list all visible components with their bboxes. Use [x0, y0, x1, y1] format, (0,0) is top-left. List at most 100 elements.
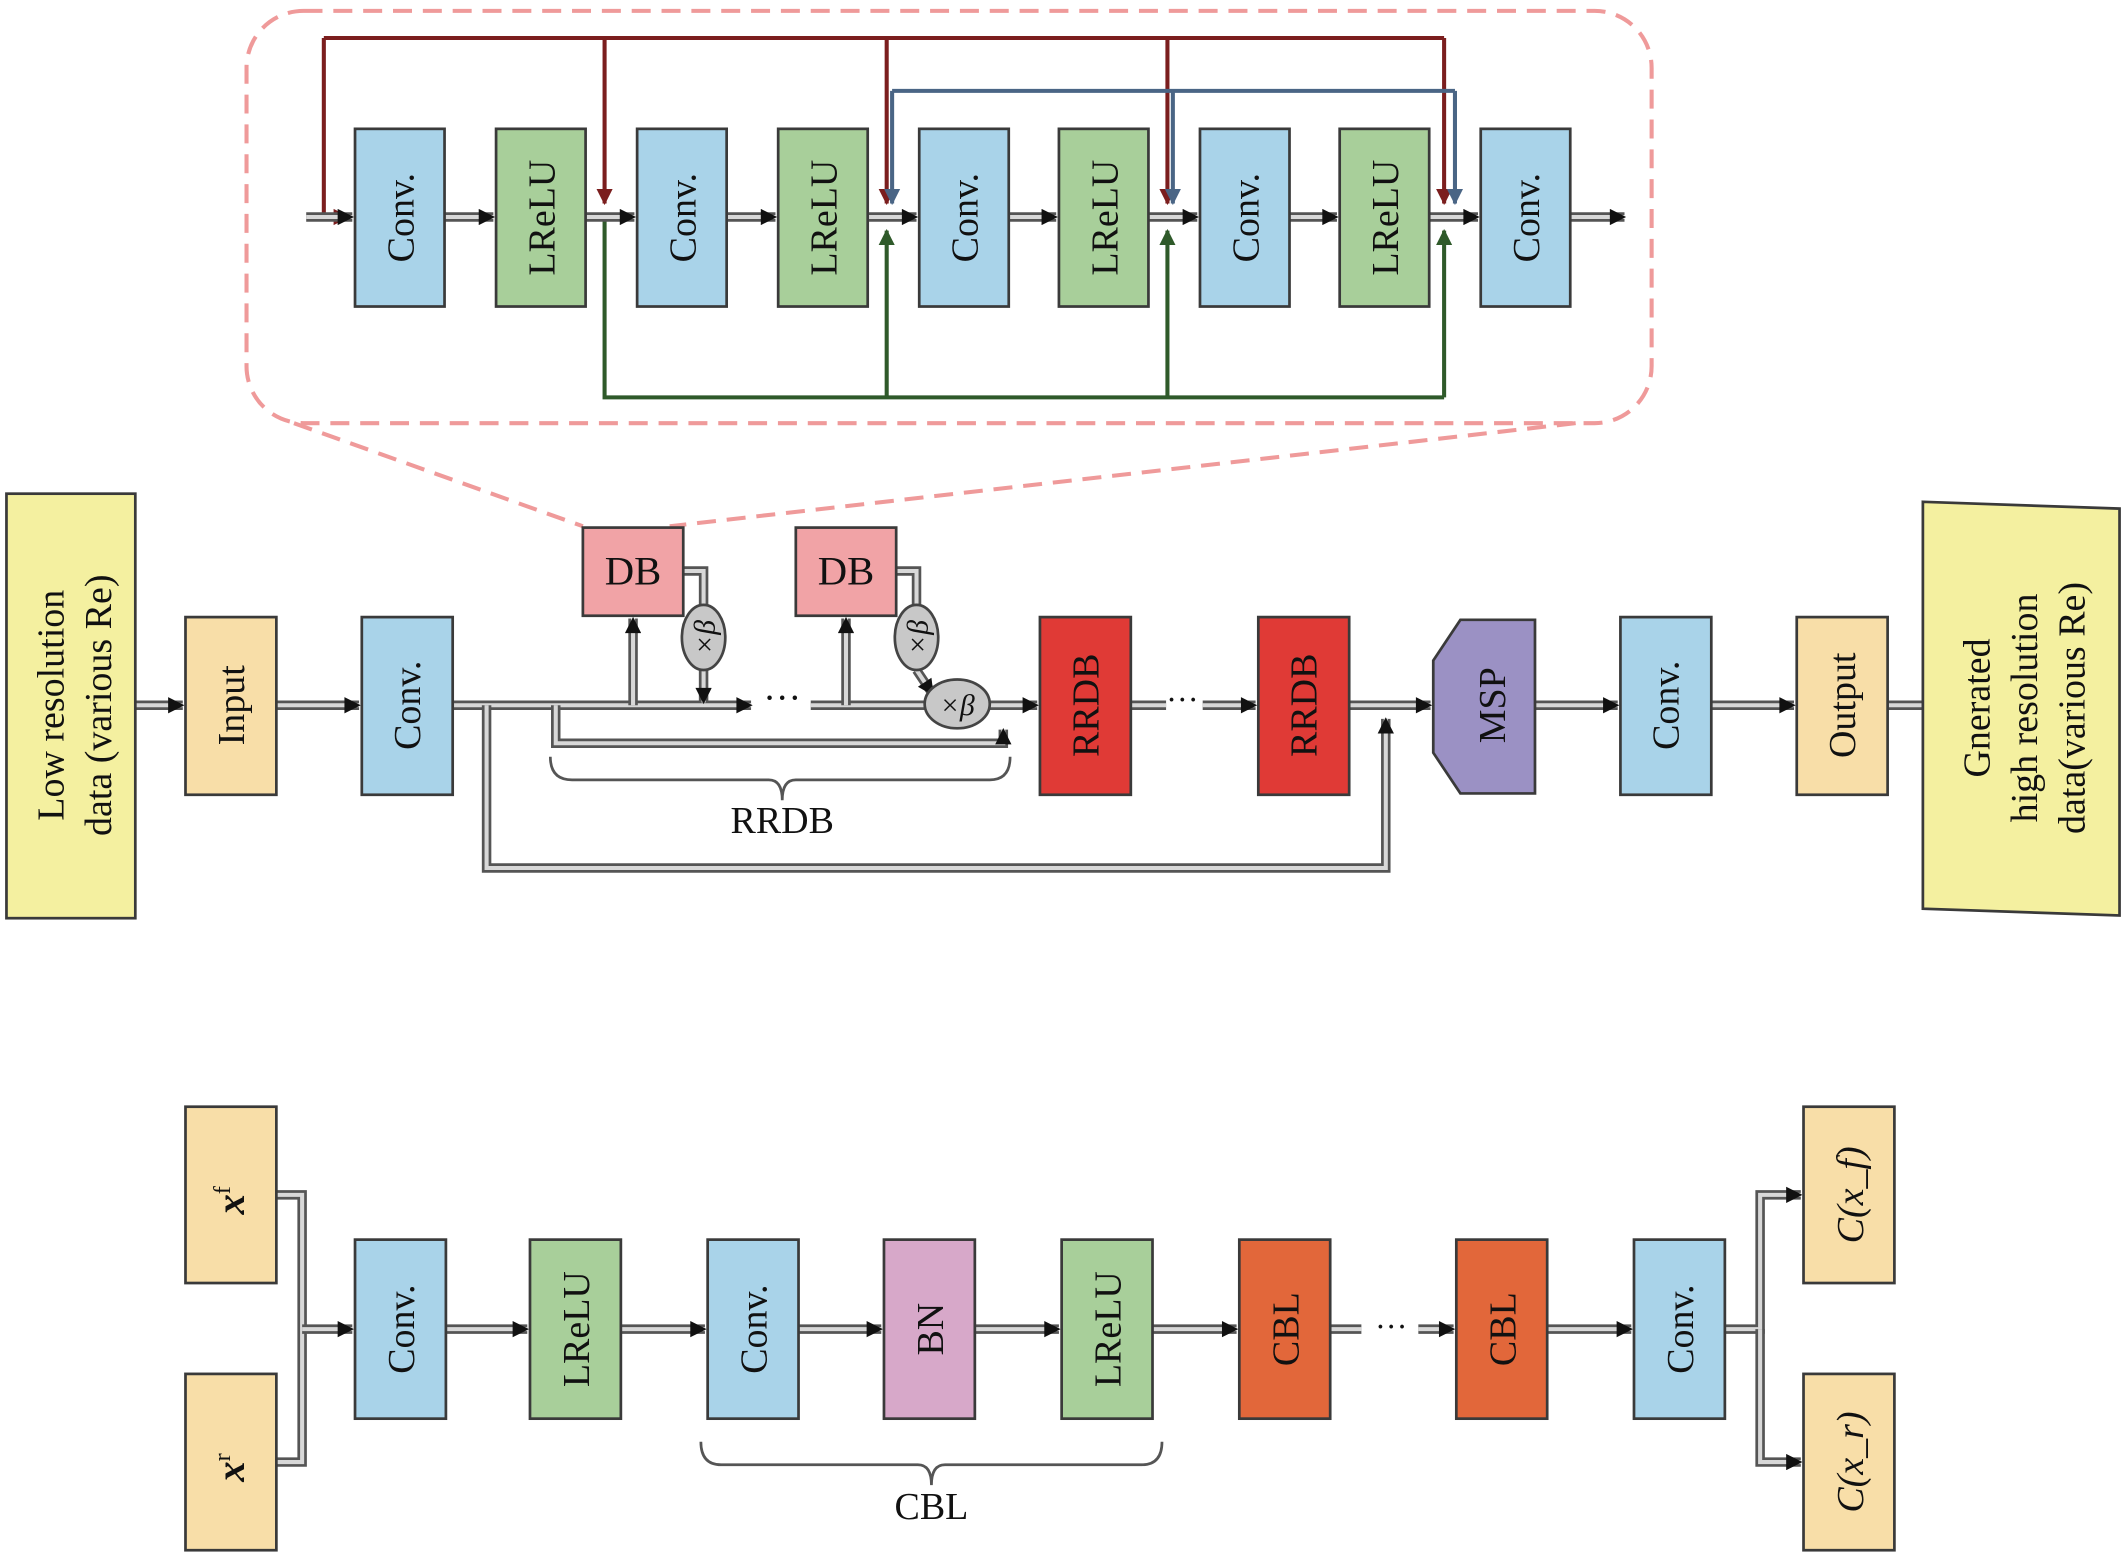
pipe-db2-to-beta-inner — [896, 568, 919, 605]
pipe-inputs-merge — [276, 1190, 307, 1467]
pipe-db1-to-beta — [683, 566, 709, 605]
disc-lrelu1-block — [528, 1238, 623, 1421]
disc-bn-block — [882, 1238, 977, 1421]
high-res-data-label-2: high resolution — [2004, 594, 2046, 823]
db1-label: DB — [605, 549, 662, 594]
output-label: Output — [1822, 652, 1864, 758]
disc-cbl2-label: CBL — [1482, 1292, 1524, 1366]
dense-lrelu-7-label: LReLU — [1365, 160, 1407, 276]
dense-lrelu-1-block — [494, 127, 587, 308]
dense-conv-4-block — [917, 127, 1011, 308]
pipe-to-cxf — [1724, 1190, 1801, 1334]
xf-input-block — [184, 1105, 278, 1285]
rrdb-brace — [548, 756, 1012, 801]
cbl-brace-label: CBL — [895, 1486, 969, 1528]
disc-conv3-label: Conv. — [1660, 1284, 1702, 1373]
low-res-data-label-2: data (various Re) — [78, 575, 120, 836]
input-label: Input — [211, 665, 253, 746]
rrdb2-block — [1256, 615, 1351, 797]
zoom-line-left — [293, 421, 584, 529]
low-res-data-box — [5, 492, 137, 920]
dense-conv-2-block — [635, 127, 729, 308]
dense-lrelu-1-label: LReLU — [521, 160, 563, 276]
cbl-ellipsis: ··· — [1375, 1309, 1408, 1345]
dense-conv-8-block — [1479, 127, 1572, 308]
dense-conv-2-label: Conv. — [662, 173, 704, 262]
xf-label: xf — [208, 1185, 253, 1215]
generator: Low resolution data (various Re) Input C… — [5, 492, 2121, 920]
db1-block — [581, 526, 685, 618]
dense-conv-4-label: Conv. — [945, 173, 987, 262]
pipe-global-skip — [481, 705, 1391, 873]
pipe-to-cxr-inner — [1758, 1329, 1801, 1465]
pipe-db2-to-beta — [896, 566, 922, 605]
rrdb-inner-ellipsis: ··· — [763, 678, 801, 720]
beta-scale-2-label: ×β — [901, 620, 934, 655]
dense-lrelu-5-label: LReLU — [1084, 160, 1126, 276]
gen-conv2-label: Conv. — [1646, 661, 1688, 750]
rrdb-brace-label: RRDB — [731, 800, 834, 842]
dense-lrelu-3-label: LReLU — [804, 160, 846, 276]
beta-scale-1-label: ×β — [688, 620, 721, 655]
dense-skip-red-1 — [321, 37, 350, 226]
gen-conv1-label: Conv. — [387, 661, 429, 750]
msp-label: MSP — [1472, 667, 1514, 743]
pipe-global-skip-inner — [484, 705, 1388, 871]
dense-conv-0-label: Conv. — [380, 173, 422, 262]
dense-skip-green — [602, 217, 1445, 400]
dense-conv-6-block — [1198, 127, 1291, 308]
gen-conv1-block — [360, 615, 455, 797]
disc-conv1-label: Conv. — [381, 1284, 423, 1373]
disc-cbl1-label: CBL — [1265, 1292, 1307, 1366]
disc-lrelu2-block — [1060, 1238, 1154, 1421]
dense-conv-0-block — [353, 127, 446, 308]
cbl-brace — [699, 1441, 1164, 1486]
xr-label: xr — [208, 1453, 253, 1482]
pipe-db1-to-beta-inner — [683, 568, 706, 605]
dense-lrelu-3-block — [776, 127, 870, 308]
msp-block — [1431, 618, 1537, 795]
dense-conv-6-label: Conv. — [1225, 173, 1267, 262]
disc-conv2-block — [706, 1238, 800, 1421]
cxf-label: C(x_f) — [1830, 1146, 1872, 1243]
zoom-line-right — [669, 421, 1576, 529]
disc-conv2-label: Conv. — [734, 1284, 776, 1373]
dense-conv-8-label: Conv. — [1506, 173, 1548, 262]
disc-conv3-block — [1632, 1238, 1727, 1421]
disc-lrelu2-label: LReLU — [1088, 1271, 1130, 1387]
disc-cbl1-block — [1237, 1238, 1332, 1421]
disc-bn-label: BN — [910, 1303, 952, 1356]
disc-conv1-block — [353, 1238, 448, 1421]
rrdb1-block — [1038, 615, 1133, 797]
pipe-to-cxf-inner — [1724, 1192, 1801, 1332]
low-res-data-label-1: Low resolution — [30, 590, 72, 821]
beta-scale-3 — [923, 678, 992, 730]
dense-block-detail: Conv. LReLU Conv. LReLU Conv. LReLU Conv. LReLU… — [244, 8, 1654, 529]
beta-scale-3-label: ×β — [940, 689, 975, 722]
db2-block — [794, 526, 898, 618]
input-block — [184, 615, 278, 797]
output-block — [1795, 615, 1889, 797]
high-res-data-label-1: Gnerated — [1956, 638, 1998, 777]
beta-scale-2 — [893, 603, 940, 672]
disc-cbl2-block — [1454, 1238, 1549, 1421]
dense-block-dashed-outline — [244, 8, 1654, 426]
cxf-output-block — [1802, 1105, 1896, 1285]
high-res-data-box — [1921, 500, 2121, 917]
cxr-output-block — [1802, 1372, 1896, 1552]
beta-scale-1 — [680, 603, 727, 672]
dense-lrelu-7-block — [1338, 127, 1431, 308]
cxr-label: C(x_r) — [1830, 1411, 1872, 1512]
xr-input-block — [184, 1372, 278, 1552]
disc-lrelu1-label: LReLU — [556, 1271, 598, 1387]
gen-conv2-block — [1619, 615, 1713, 797]
pipe-to-cxr — [1755, 1329, 1801, 1467]
rrdb-ellipsis: ··· — [1166, 683, 1199, 719]
pipe-global-skip-arrowhead — [1377, 717, 1394, 734]
db2-label: DB — [818, 549, 875, 594]
rrdb2-label: RRDB — [1284, 654, 1326, 757]
high-res-data-label-3: data(various Re) — [2051, 582, 2093, 834]
dense-lrelu-5-block — [1057, 127, 1150, 308]
